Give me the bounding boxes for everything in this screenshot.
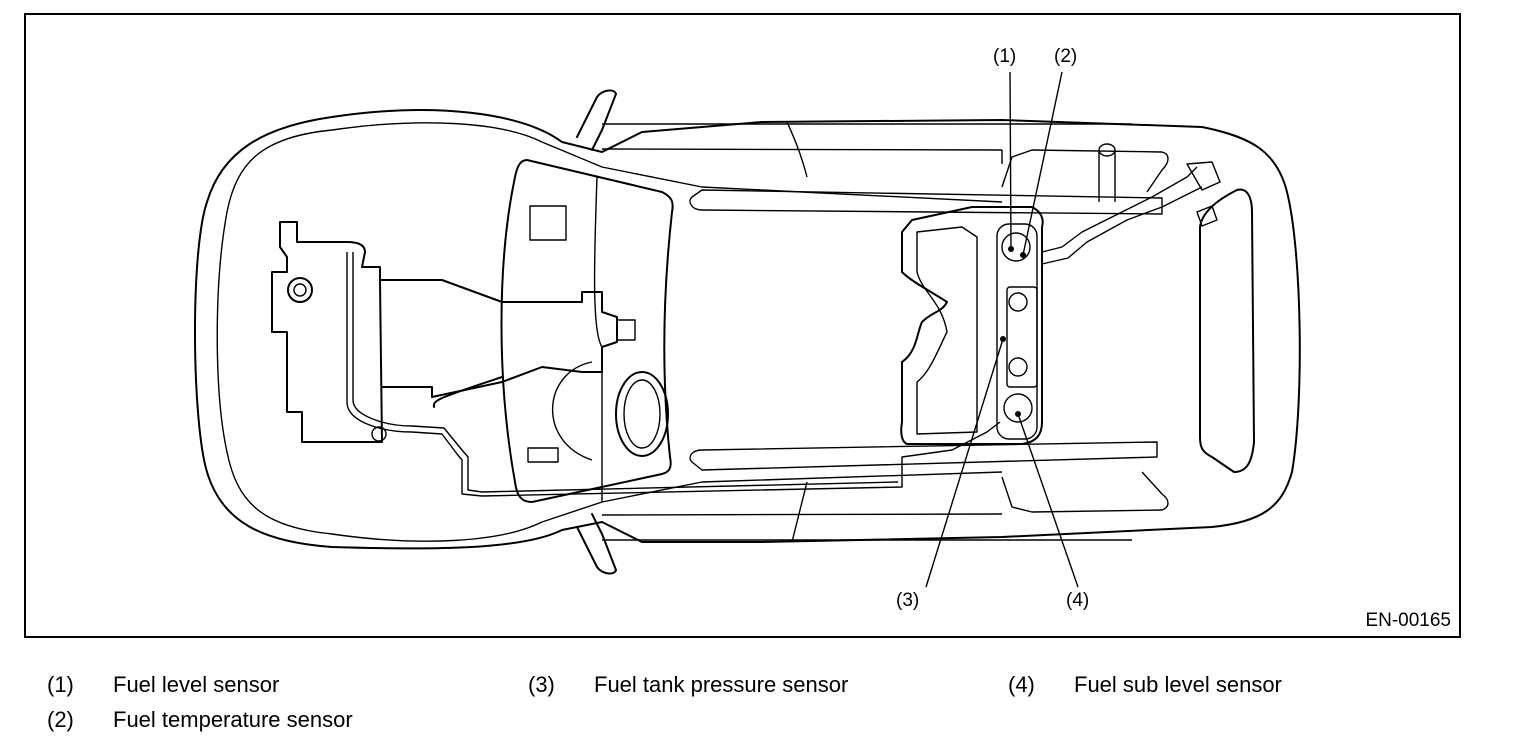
canister bbox=[1098, 143, 1116, 157]
rear-panel bbox=[1199, 188, 1255, 473]
leader-line-1 bbox=[1009, 71, 1012, 250]
legend-item-1: (1) Fuel level sensor bbox=[47, 672, 279, 698]
front-bracket-upper bbox=[529, 205, 567, 241]
sensor-4-housing bbox=[1003, 393, 1033, 423]
fuel-tank-saddle bbox=[916, 226, 978, 435]
callout-2: (2) bbox=[1054, 46, 1078, 67]
sensor-pump-housing bbox=[1006, 286, 1038, 388]
fuel-line-clip bbox=[371, 426, 387, 442]
rear-diff-oval-inner bbox=[623, 379, 661, 449]
car-body-outline bbox=[193, 109, 1301, 550]
rear-sill-lower bbox=[1001, 471, 1169, 513]
exhaust-pipe bbox=[432, 376, 503, 408]
callout-1: (1) bbox=[993, 46, 1017, 67]
filler-neck bbox=[1186, 161, 1221, 227]
door-seam-lower bbox=[791, 481, 808, 543]
sensor-3-housing bbox=[1008, 357, 1028, 377]
left-mirror bbox=[576, 89, 617, 151]
rear-diff-oval-outer bbox=[615, 371, 669, 457]
legend-text: Fuel level sensor bbox=[113, 672, 280, 697]
callout-4: (4) bbox=[1066, 590, 1090, 611]
transmission-tail bbox=[616, 319, 636, 341]
legend-number: (1) bbox=[47, 672, 74, 697]
sensor-rail bbox=[996, 223, 1038, 440]
car-inner-outline bbox=[216, 122, 1003, 542]
engine-pulley bbox=[287, 277, 313, 303]
door-seam-upper bbox=[786, 121, 808, 178]
front-tank-bulge bbox=[551, 361, 593, 461]
leader-line-2 bbox=[1022, 71, 1063, 256]
front-bracket-lower bbox=[527, 447, 559, 463]
diagram-frame: (1) (2) (3) (4) EN-00165 bbox=[24, 13, 1461, 638]
callout-3: (3) bbox=[896, 590, 920, 611]
front-inner-divider bbox=[593, 176, 603, 502]
legend-item-3: (3) Fuel tank pressure sensor bbox=[528, 672, 848, 698]
legend-text: Fuel temperature sensor bbox=[113, 707, 353, 732]
fuel-tank bbox=[900, 206, 1044, 445]
legend-item-4: (4) Fuel sub level sensor bbox=[1008, 672, 1282, 698]
upper-sill bbox=[601, 123, 1163, 215]
leader-line-4 bbox=[1017, 413, 1079, 588]
filler-pipe bbox=[1041, 166, 1203, 265]
legend-number: (4) bbox=[1008, 672, 1035, 697]
sensor-2-housing bbox=[1008, 292, 1028, 312]
sensor-1-housing bbox=[1001, 232, 1031, 262]
car-underbody-drawing bbox=[193, 71, 1301, 588]
legend-text: Fuel tank pressure sensor bbox=[594, 672, 849, 697]
leader-line-3 bbox=[925, 338, 1004, 588]
engine-block bbox=[271, 221, 383, 443]
legend-text: Fuel sub level sensor bbox=[1074, 672, 1282, 697]
legend-number: (2) bbox=[47, 707, 74, 732]
lower-sill bbox=[601, 441, 1158, 541]
legend-item-2: (2) Fuel temperature sensor bbox=[47, 707, 353, 733]
front-crossmember bbox=[500, 159, 674, 503]
transmission bbox=[379, 279, 618, 398]
right-mirror bbox=[576, 513, 617, 575]
fuel-line-front bbox=[346, 252, 1001, 497]
rear-sill-upper bbox=[1001, 149, 1169, 193]
legend-number: (3) bbox=[528, 672, 555, 697]
figure-id: EN-00165 bbox=[1365, 610, 1451, 631]
